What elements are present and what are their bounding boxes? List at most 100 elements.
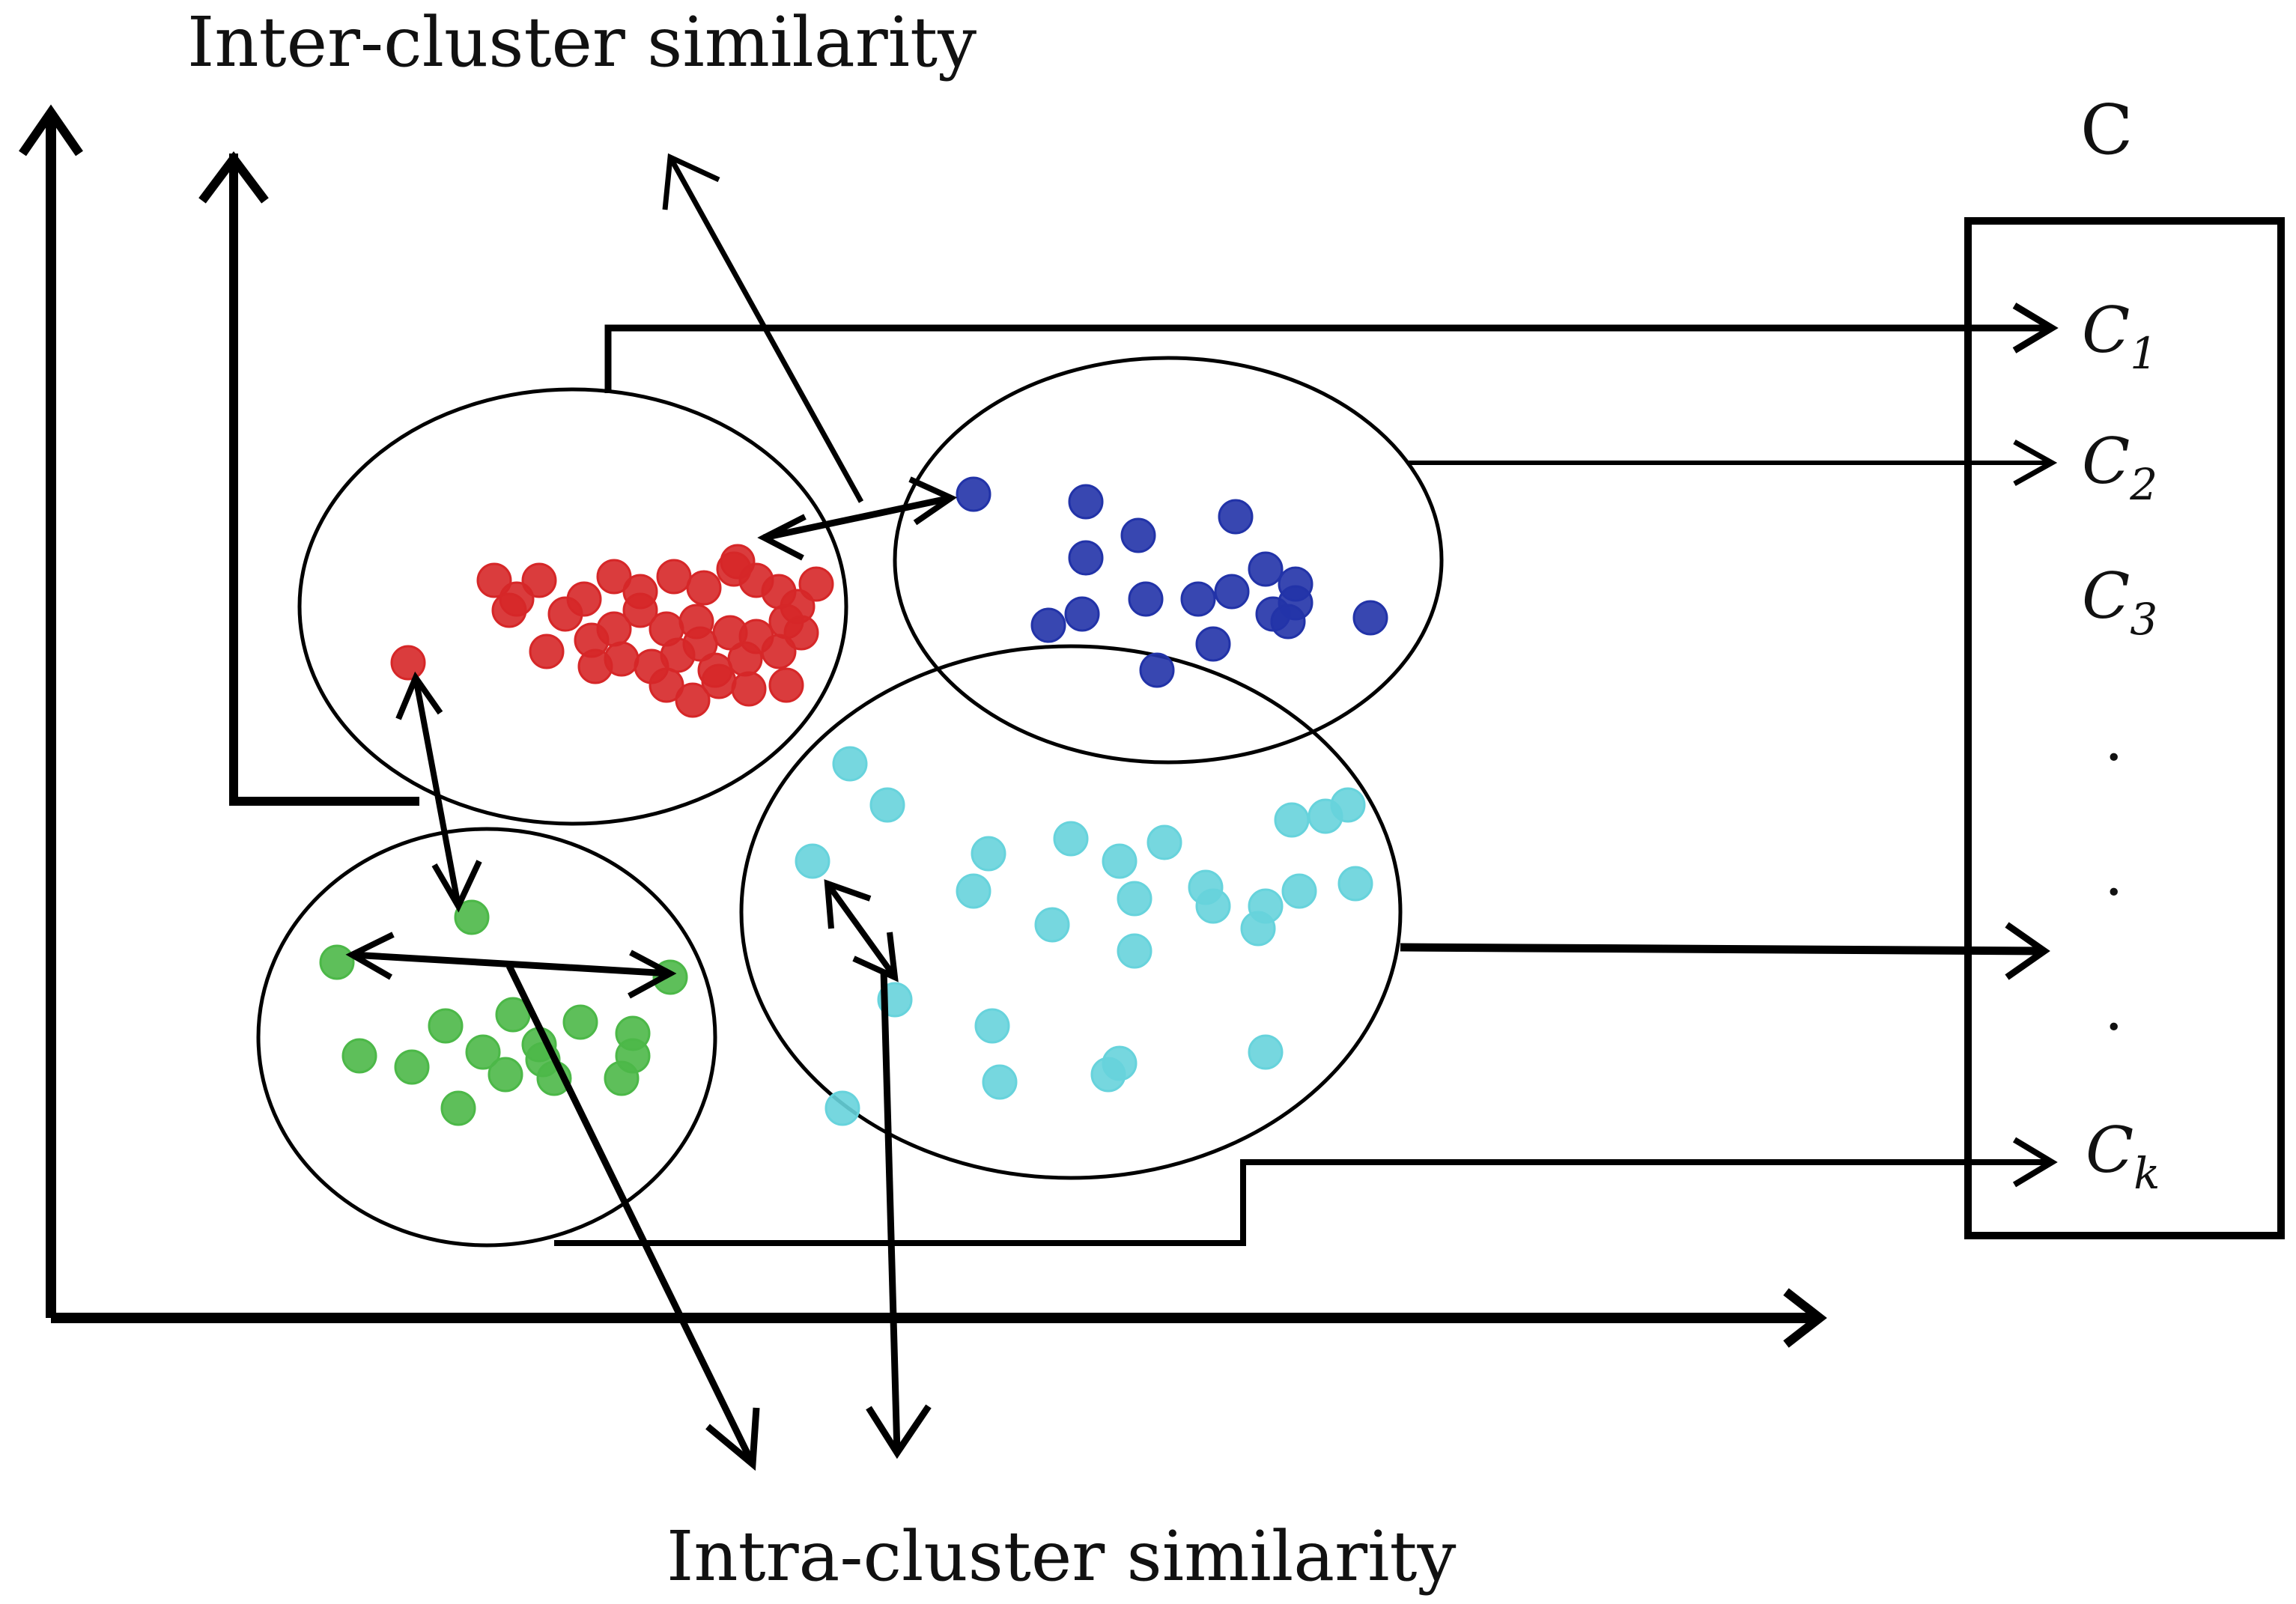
blue-point: [1064, 596, 1100, 632]
inter-arrow-to-label-head: [662, 153, 720, 210]
connector-red-to-c1: [604, 324, 2052, 393]
intra-arrow-green-to-label: [505, 964, 756, 1465]
green-point: [428, 1008, 464, 1044]
cyan-cluster-points: [795, 746, 1373, 1126]
ellipsis-dot-2: .: [2104, 839, 2123, 909]
red-cluster-boundary: [297, 387, 848, 826]
intra-arrow-cyan-to-label-head: [866, 1404, 932, 1459]
green-point: [615, 1038, 651, 1074]
cyan-point: [1117, 933, 1152, 969]
connector-green-to-ck: [554, 1159, 2052, 1246]
item-c2-base: C: [2082, 425, 2130, 498]
green-point: [341, 1038, 377, 1074]
blue-point: [1180, 581, 1216, 617]
red-point: [798, 566, 834, 602]
blue-point: [1248, 551, 1284, 587]
intra-cluster-label: Intra-cluster similarity: [666, 1516, 1456, 1597]
red-point: [604, 641, 640, 677]
connectors: [198, 151, 2059, 1246]
red-point: [783, 615, 819, 651]
arrowhead-ck: [2012, 1137, 2058, 1188]
cyan-point: [1117, 881, 1152, 917]
similarity-arrows: [345, 153, 958, 1471]
cyan-point: [1274, 802, 1310, 838]
blue-point: [1068, 540, 1104, 576]
red-point: [761, 634, 797, 669]
arrowhead-dots: [2005, 922, 2050, 980]
green-point: [440, 1090, 476, 1126]
inter-cluster-label: Inter-cluster similarity: [187, 2, 977, 82]
inter-arrow-red-green-head-top: [395, 671, 443, 720]
red-point: [660, 637, 696, 673]
cyan-point: [1053, 821, 1089, 857]
red-point: [656, 559, 692, 595]
red-point: [649, 667, 684, 703]
red-point: [701, 663, 737, 699]
cyan-point: [1147, 824, 1182, 860]
inter-arrow-red-blue-head-left: [757, 514, 807, 561]
intra-arrow-green-horizontal: [351, 951, 671, 977]
item-c1-base: C: [2082, 294, 2130, 367]
cyan-point: [1337, 866, 1373, 902]
cyan-cluster-boundary: [739, 644, 1403, 1180]
axes: [19, 104, 1827, 1348]
item-c1: C1: [2082, 294, 2157, 379]
cyan-point: [795, 843, 830, 879]
blue-point: [1218, 499, 1254, 535]
red-point: [529, 634, 565, 669]
cyan-point: [1240, 911, 1276, 947]
cyan-point: [869, 787, 905, 823]
red-cluster-points: [390, 544, 834, 718]
inter-arrow-red-blue-head-right: [908, 476, 958, 526]
intra-arrow-cyan-to-label: [880, 969, 901, 1453]
blue-point: [956, 476, 991, 512]
intra-arrow-green-to-label-head: [705, 1407, 760, 1471]
green-point: [562, 1004, 598, 1040]
cyan-point: [982, 1064, 1018, 1100]
red-point: [678, 604, 714, 640]
blue-point: [1120, 517, 1156, 553]
intra-arrow-green-head-right: [628, 950, 677, 999]
ellipsis-dot-1: .: [2104, 705, 2123, 774]
cyan-point: [824, 1090, 860, 1126]
cyan-point: [1102, 843, 1138, 879]
red-point: [686, 570, 722, 606]
blue-point: [1195, 626, 1231, 662]
arrowhead-left-up: [198, 151, 269, 204]
cyan-point: [956, 873, 991, 909]
red-point: [768, 667, 804, 703]
blue-point: [1030, 607, 1066, 643]
red-point: [727, 641, 763, 677]
item-ck-sub: k: [2133, 1148, 2160, 1199]
item-c3-base: C: [2082, 559, 2130, 633]
intra-arrow-cyan-head-bottom: [852, 932, 899, 982]
blue-point: [1068, 484, 1104, 520]
item-c3-sub: 3: [2130, 594, 2157, 645]
blue-cluster-boundary: [893, 356, 1444, 765]
blue-point: [1139, 652, 1175, 688]
item-ck: Ck: [2086, 1114, 2160, 1199]
y-axis-arrowhead: [19, 104, 83, 157]
cyan-point: [1102, 1045, 1138, 1081]
green-point: [319, 944, 355, 980]
cyan-point: [1195, 888, 1231, 924]
red-point: [476, 562, 512, 598]
green-point: [454, 899, 490, 935]
ellipsis-dot-3: .: [2104, 974, 2123, 1044]
green-cluster-boundary: [256, 827, 717, 1248]
arrowhead-c2: [2013, 439, 2058, 487]
red-point: [521, 562, 557, 598]
container-label: C: [2080, 90, 2133, 170]
item-c2: C2: [2082, 425, 2157, 510]
inter-arrow-red-green: [413, 677, 461, 907]
intra-arrow-cyan-head-top: [824, 879, 872, 929]
inter-arrow-to-label: [667, 156, 864, 503]
cyan-point: [832, 746, 868, 782]
green-point: [394, 1049, 430, 1085]
red-point: [716, 551, 752, 587]
intra-arrow-green-head-left: [345, 932, 395, 980]
red-point: [491, 592, 527, 628]
red-point: [731, 671, 767, 707]
inter-arrow-red-blue: [763, 494, 952, 541]
